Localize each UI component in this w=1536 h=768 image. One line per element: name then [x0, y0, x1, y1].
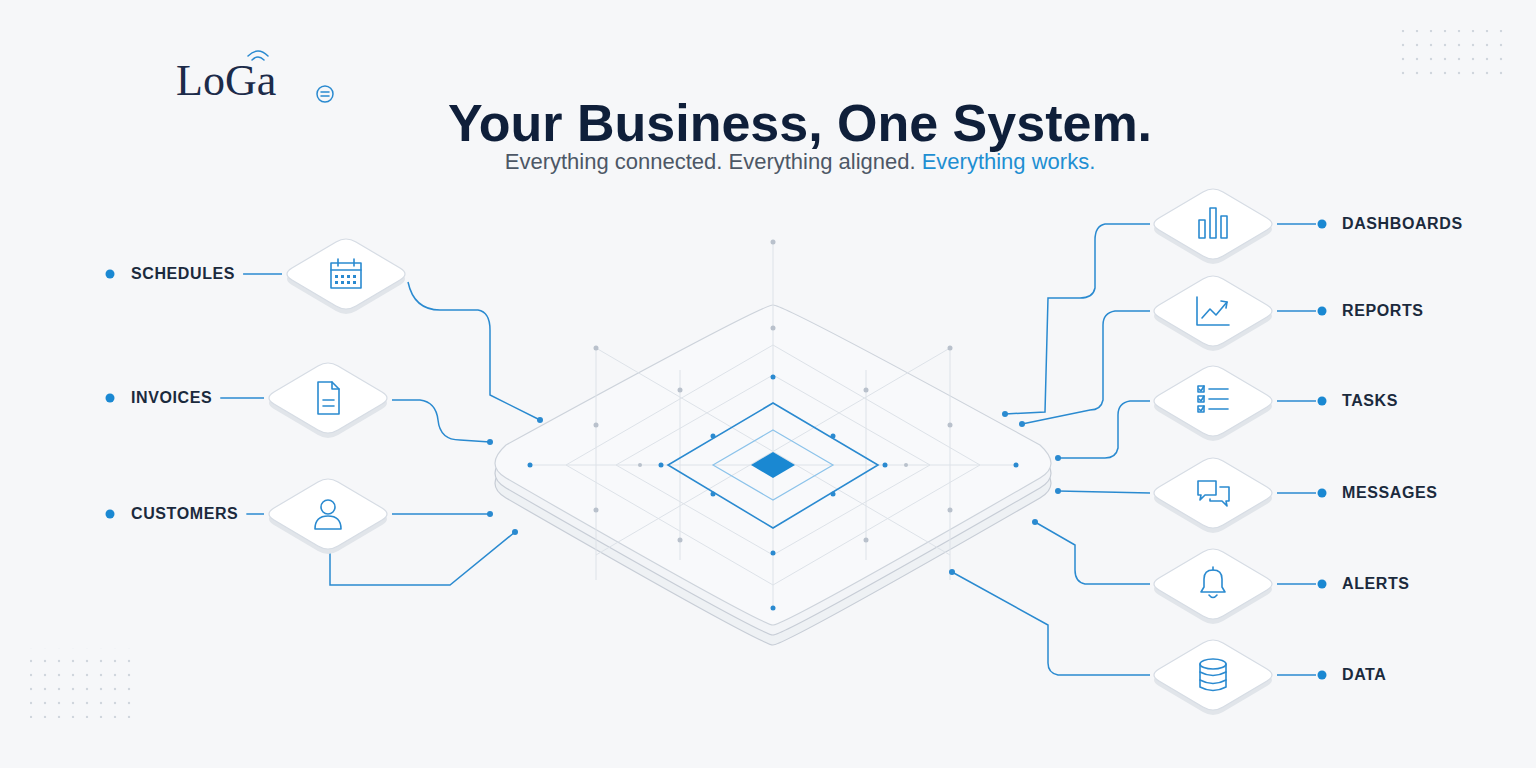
logo-text: LoGa: [176, 56, 276, 106]
tile-icon: [1199, 208, 1227, 238]
wire-end: [487, 411, 1061, 575]
leader-line: [1277, 583, 1316, 585]
tile-face: [1154, 366, 1272, 436]
wire: [330, 224, 1150, 675]
tile-icon: [1198, 481, 1229, 506]
tile-face: [269, 479, 387, 549]
tile-icon: [1197, 297, 1229, 325]
leader-line: [1277, 492, 1316, 494]
tile-icon: [331, 259, 361, 288]
dot-texture: [30, 648, 140, 718]
leader-line: [1277, 400, 1316, 402]
tile-face: [287, 239, 405, 309]
module-tile: DASHBOARDS: [1139, 178, 1526, 270]
tile-diamond: [1139, 447, 1526, 539]
tile-diamond: [1139, 178, 1526, 270]
tile-diamond: [1139, 355, 1526, 447]
label-dot: [1318, 397, 1327, 406]
module-label: MESSAGES: [1342, 483, 1438, 503]
module-tile: DATA: [1139, 629, 1526, 721]
module-tile: REPORTS: [1139, 265, 1526, 357]
module-label: INVOICES: [131, 388, 212, 408]
module-label: SCHEDULES: [131, 264, 235, 284]
subtitle: Everything connected. Everything aligned…: [505, 149, 916, 174]
tile-icon: [1201, 567, 1225, 598]
label-dot: [1318, 671, 1327, 680]
label-dot: [106, 394, 115, 403]
platform: [495, 240, 1051, 646]
subtitle-accent: Everything works.: [922, 149, 1096, 174]
leader-line: [1277, 310, 1316, 312]
leader-line: [243, 273, 282, 275]
module-tile: SCHEDULES: [100, 228, 420, 320]
tile-face: [1154, 549, 1272, 619]
tile-diamond: [1139, 629, 1526, 721]
tile-icon: [1200, 659, 1226, 691]
label-dot: [1318, 307, 1327, 316]
tile-diamond: [1139, 265, 1526, 357]
label-dot: [1318, 580, 1327, 589]
module-tile: INVOICES: [100, 352, 402, 444]
tile-icon: [315, 500, 341, 529]
leader-line: [1277, 674, 1316, 676]
module-label: TASKS: [1342, 391, 1398, 411]
module-tile: TASKS: [1139, 355, 1526, 447]
module-label: DASHBOARDS: [1342, 214, 1463, 234]
module-label: ALERTS: [1342, 574, 1410, 594]
tile-face: [269, 363, 387, 433]
module-tile: MESSAGES: [1139, 447, 1526, 539]
leader-line: [220, 397, 264, 399]
tile-face: [1154, 276, 1272, 346]
label-dot: [106, 510, 115, 519]
leader-line: [1277, 223, 1316, 225]
module-tile: CUSTOMERS: [100, 468, 402, 560]
module-label: CUSTOMERS: [131, 504, 238, 524]
module-label: REPORTS: [1342, 301, 1424, 321]
tile-face: [1154, 640, 1272, 710]
tile-face: [1154, 458, 1272, 528]
module-tile: ALERTS: [1139, 538, 1526, 630]
label-dot: [1318, 220, 1327, 229]
tile-icon: [1198, 386, 1228, 412]
label-dot: [1318, 489, 1327, 498]
module-label: DATA: [1342, 665, 1386, 685]
leader-line: [246, 513, 264, 515]
dot-texture: [1400, 30, 1510, 80]
label-dot: [106, 270, 115, 279]
tile-icon: [318, 382, 339, 414]
subtitle-row: Everything connected. Everything aligned…: [300, 148, 1300, 176]
tile-diamond: [1139, 538, 1526, 630]
title: Your Business, One System.: [300, 92, 1300, 154]
tile-face: [1154, 189, 1272, 259]
